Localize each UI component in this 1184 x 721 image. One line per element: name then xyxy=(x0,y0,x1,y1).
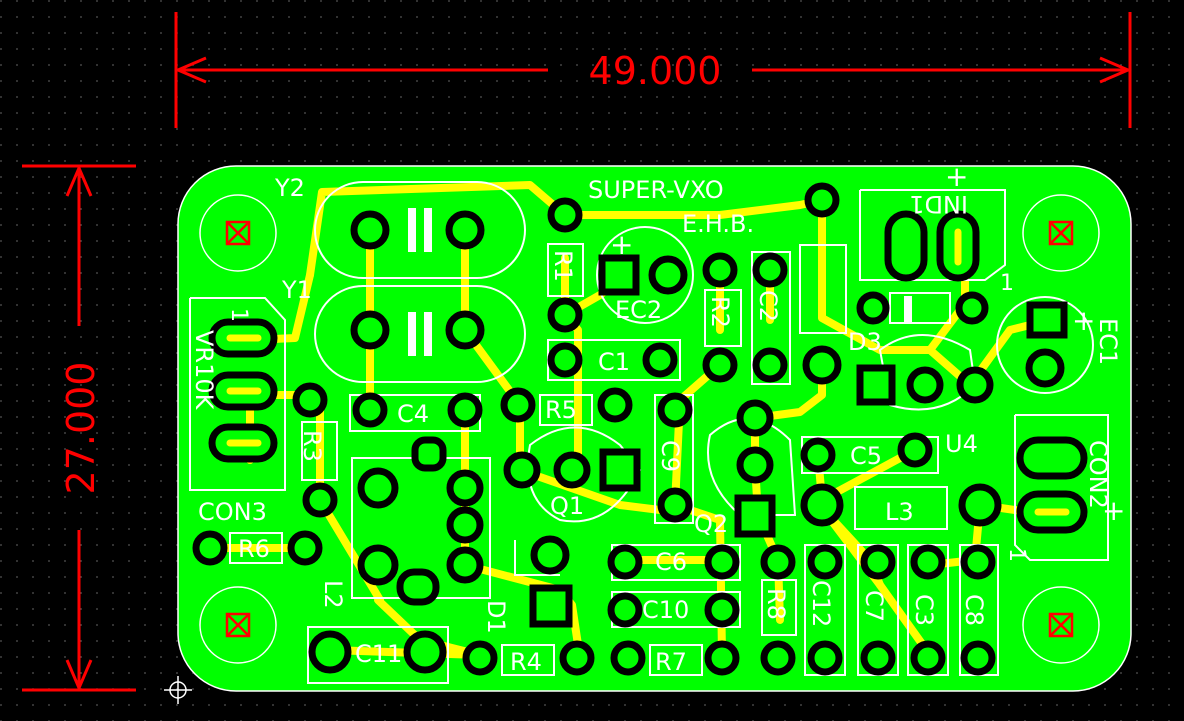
board-subtitle: E.H.B. xyxy=(682,210,754,238)
label-con3: CON3 xyxy=(198,498,267,526)
oval-pad-traces xyxy=(226,228,1070,516)
crosshair-icon xyxy=(164,676,192,704)
label-y2: Y2 xyxy=(274,174,305,202)
mounting-hole-icon xyxy=(1022,586,1100,664)
label-ind1: IND1 xyxy=(909,190,968,218)
label-r3: R3 xyxy=(298,430,326,462)
label-c11: C11 xyxy=(355,640,402,668)
plus-marker-con2: + xyxy=(1102,494,1125,527)
dimension-width-label: 49.000 xyxy=(589,49,722,93)
label-l3: L3 xyxy=(885,498,914,526)
plus-marker-ec2: + xyxy=(610,228,633,261)
plus-marker-ec1: + xyxy=(1072,304,1095,337)
label-c1: C1 xyxy=(598,348,630,376)
oval-pads xyxy=(208,210,1088,534)
label-ec2: EC2 xyxy=(615,296,662,324)
pads xyxy=(192,182,1065,676)
label-c9: C9 xyxy=(656,440,684,472)
label-d1: D1 xyxy=(482,600,510,634)
pin-markers: 1 1 1 + + + + xyxy=(226,160,1125,562)
mounting-hole-icon xyxy=(199,586,277,664)
plus-marker-ind1: + xyxy=(945,160,968,193)
label-c7: C7 xyxy=(860,590,888,622)
label-r8: R8 xyxy=(762,588,790,620)
label-ec1: EC1 xyxy=(1094,318,1122,365)
mounting-holes xyxy=(199,194,1100,664)
label-d3: D3 xyxy=(848,328,882,356)
label-r7: R7 xyxy=(655,648,687,676)
mounting-hole-icon xyxy=(1022,194,1100,272)
pin-1-marker-con2: 1 xyxy=(1004,548,1029,562)
label-r4: R4 xyxy=(510,648,542,676)
label-y1: Y1 xyxy=(281,276,312,304)
label-c12: C12 xyxy=(807,580,835,627)
label-q1: Q1 xyxy=(550,492,584,520)
square-pads xyxy=(396,254,1068,628)
dimension-height-label: 27.000 xyxy=(59,362,103,495)
crystal-markers xyxy=(408,208,912,356)
label-c6: C6 xyxy=(655,548,687,576)
label-r5: R5 xyxy=(545,396,577,424)
label-r2: R2 xyxy=(706,296,734,328)
label-c5: C5 xyxy=(850,442,882,470)
silkscreen-text: SUPER-VXO E.H.B. Y2 Y1 VR10K R3 CON3 R6 … xyxy=(190,174,1122,676)
label-c10: C10 xyxy=(642,596,689,624)
label-c2: C2 xyxy=(754,290,782,322)
pin-1-marker-vr10k: 1 xyxy=(226,308,251,322)
label-l2: L2 xyxy=(319,580,347,609)
label-vr10k: VR10K xyxy=(190,330,218,411)
label-u4: U4 xyxy=(945,430,978,458)
label-con2: CON2 xyxy=(1084,440,1112,509)
dimension-height xyxy=(22,164,136,692)
pin-1-marker-d3: 1 xyxy=(1000,271,1014,296)
mounting-hole-icon xyxy=(199,194,277,272)
label-q2: Q2 xyxy=(694,510,728,538)
dimension-width xyxy=(174,12,1132,128)
label-r1: R1 xyxy=(549,250,577,282)
label-c4: C4 xyxy=(397,400,429,428)
label-r6: R6 xyxy=(238,535,270,563)
label-c8: C8 xyxy=(960,594,988,626)
board-title: SUPER-VXO xyxy=(588,176,724,204)
label-c3: C3 xyxy=(910,594,938,626)
